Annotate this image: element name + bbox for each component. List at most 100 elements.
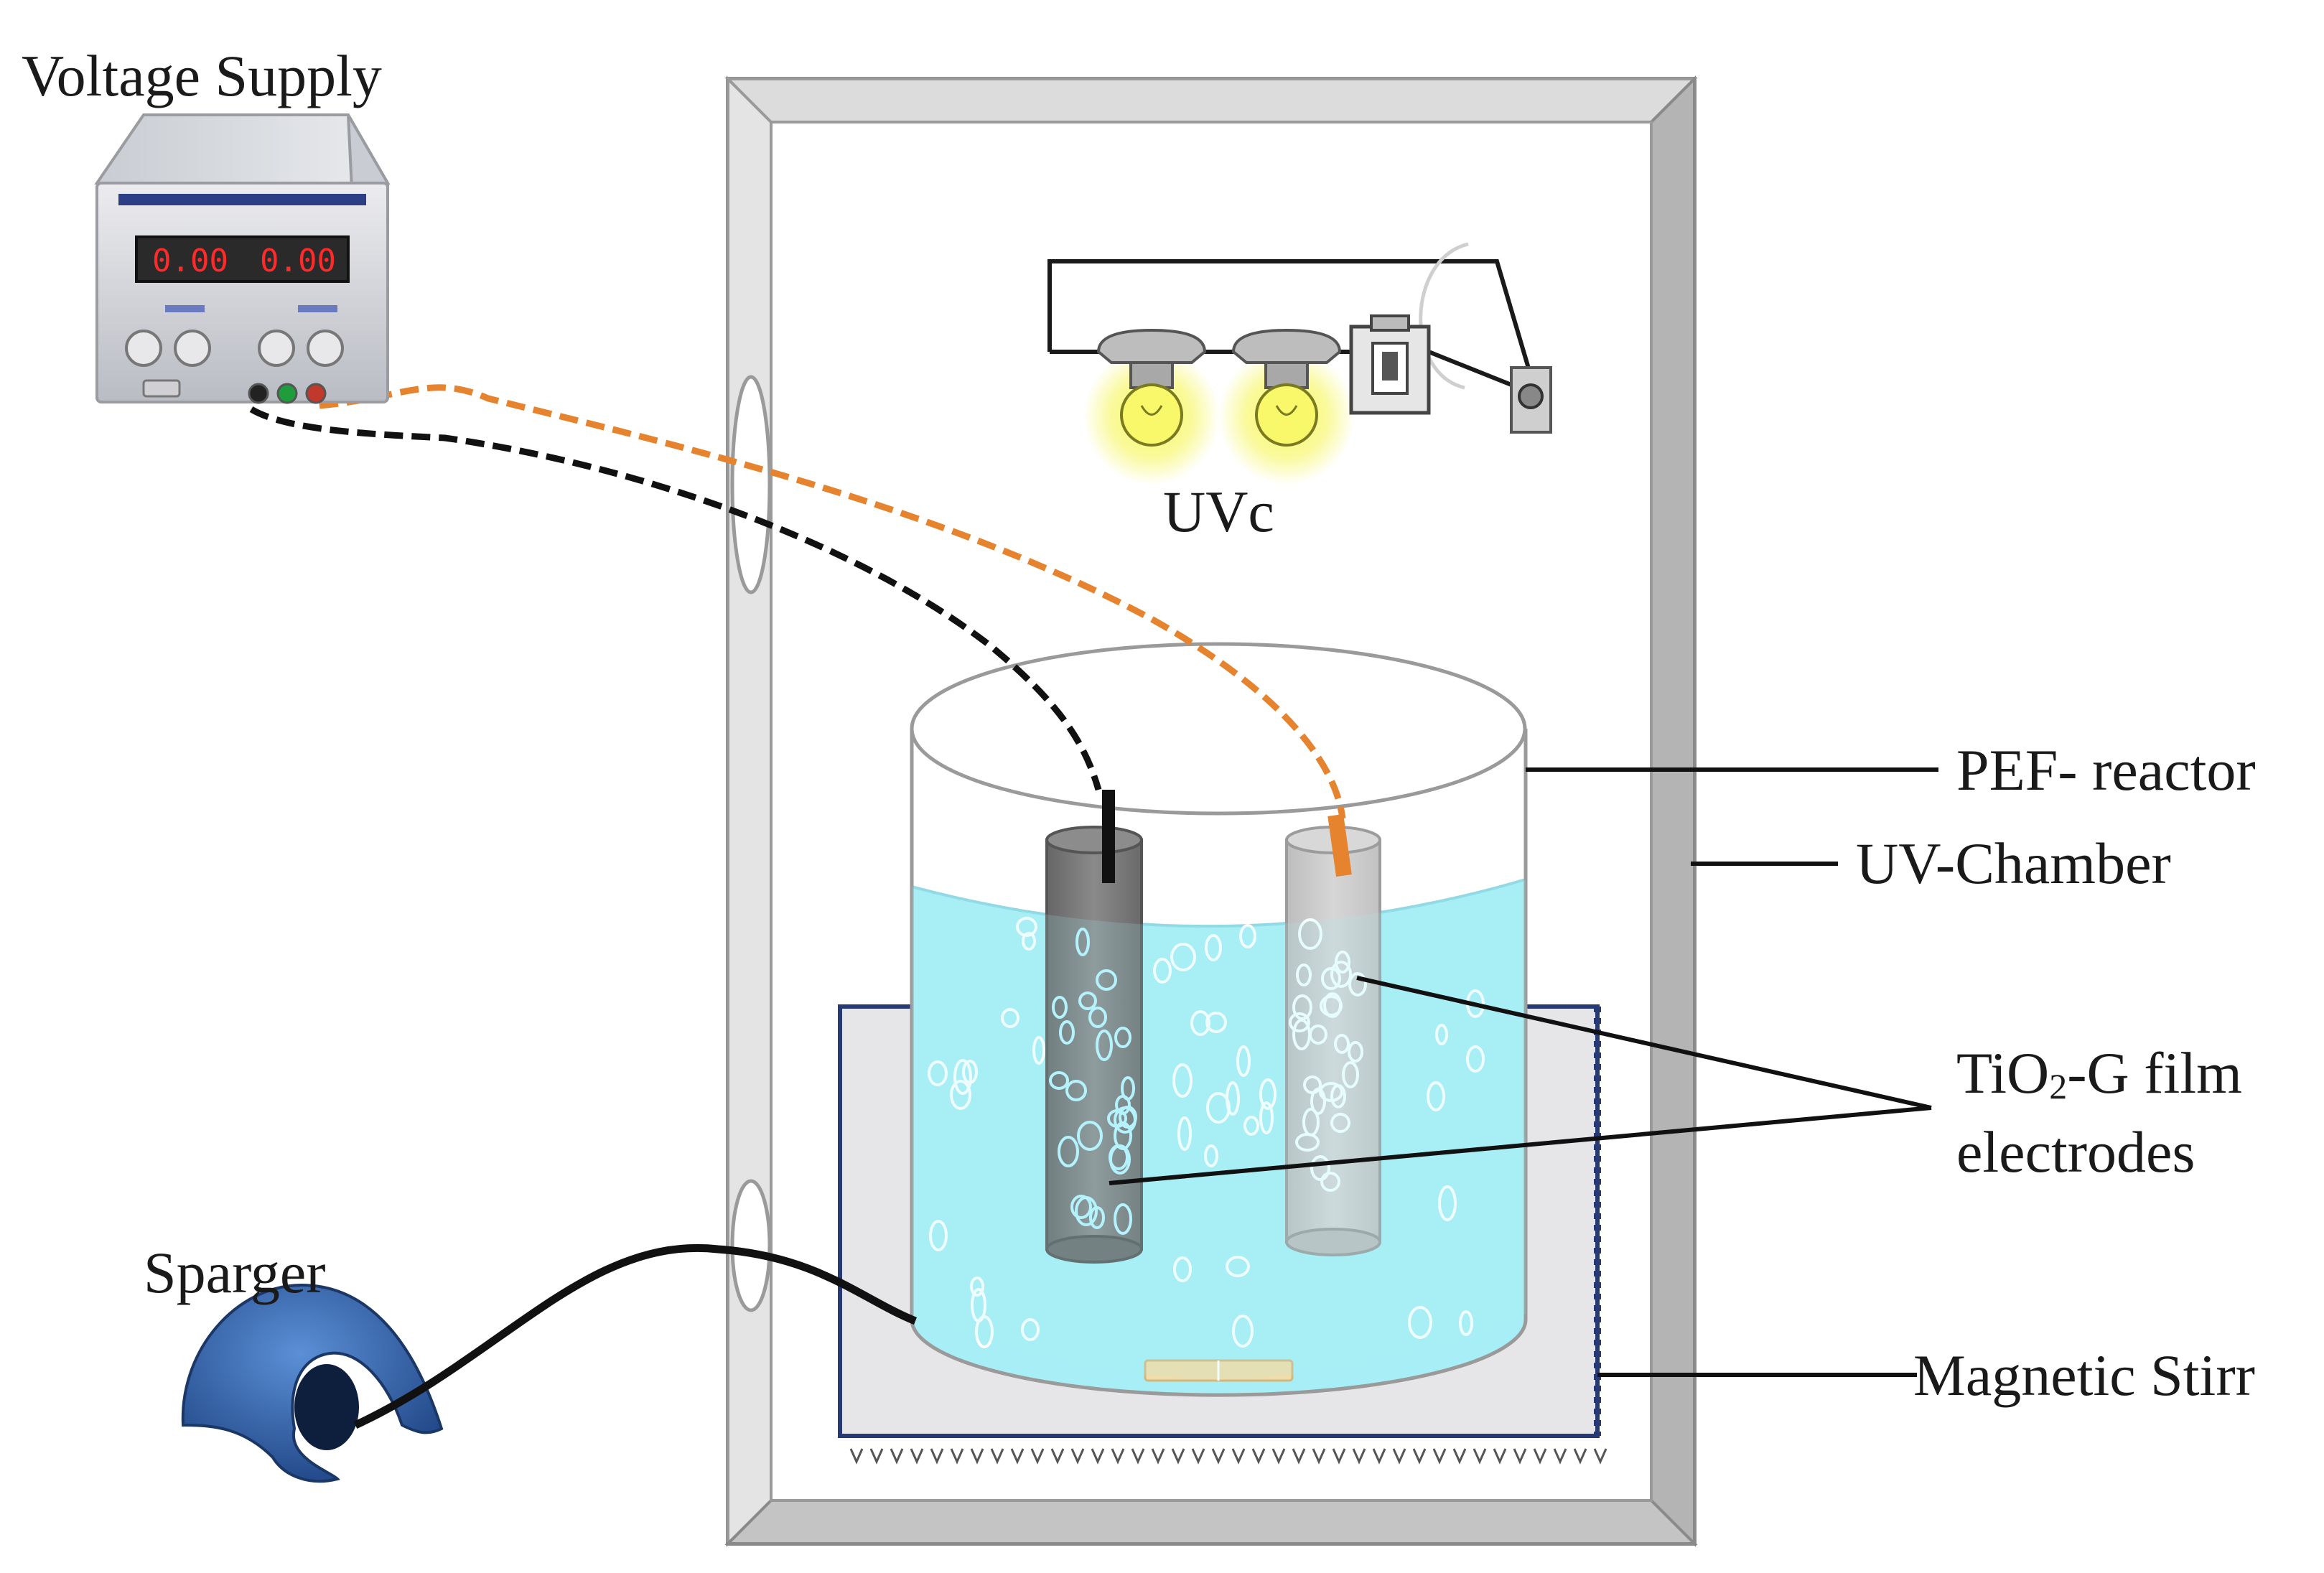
bubble xyxy=(1348,972,1367,996)
bubble xyxy=(1236,1045,1251,1077)
bubble xyxy=(1296,963,1312,986)
bubble xyxy=(928,1060,948,1086)
bubble xyxy=(1096,969,1117,991)
bubble xyxy=(1295,1133,1320,1152)
bubble xyxy=(1058,1136,1079,1167)
bubble xyxy=(1022,932,1036,951)
bubble xyxy=(1466,1045,1485,1073)
bubble xyxy=(1096,1030,1113,1061)
stirrer-foot xyxy=(1030,1448,1045,1465)
stirrer-foot xyxy=(910,1448,924,1465)
bubble xyxy=(1232,1315,1254,1348)
gas-bubbles xyxy=(928,917,1485,1348)
stirrer-foot xyxy=(1050,1448,1065,1465)
bubble xyxy=(1001,1008,1019,1028)
stirrer-foot xyxy=(1352,1448,1366,1465)
bubble xyxy=(1239,924,1256,948)
stirrer-foot xyxy=(1493,1448,1507,1465)
stirrer-foot xyxy=(1091,1448,1105,1465)
bubble xyxy=(1320,995,1343,1017)
stirrer-foot xyxy=(1513,1448,1527,1465)
light-switch-icon xyxy=(1349,314,1431,415)
terminal-icon xyxy=(305,383,327,404)
stirrer-foot xyxy=(1473,1448,1487,1465)
bubble xyxy=(1335,951,1350,974)
bubble xyxy=(1114,1027,1131,1048)
bubble xyxy=(953,1059,972,1095)
stirrer-foot xyxy=(1191,1448,1205,1465)
bubble xyxy=(1459,1310,1473,1336)
bubble xyxy=(1172,1063,1193,1098)
knob-icon[interactable] xyxy=(174,330,211,367)
bubble xyxy=(1059,1020,1075,1045)
bubble xyxy=(1298,918,1322,950)
stirrer-foot xyxy=(890,1448,904,1465)
bubble xyxy=(1077,1121,1103,1151)
knob-icon[interactable] xyxy=(307,330,344,367)
bubble xyxy=(1321,967,1341,990)
black-wire xyxy=(249,406,1102,791)
bubble xyxy=(1259,1078,1277,1110)
knob-icon[interactable] xyxy=(125,330,162,367)
bubble xyxy=(1205,1012,1227,1033)
stirrer-foot xyxy=(950,1448,964,1465)
bubble xyxy=(1243,1116,1259,1136)
bubble xyxy=(1070,1195,1092,1219)
uv-chamber xyxy=(724,75,1698,1547)
stirrer-foot xyxy=(1271,1448,1286,1465)
black-clip xyxy=(1102,790,1115,883)
power-wires xyxy=(249,384,1352,883)
bubble xyxy=(1342,1061,1359,1088)
terminal-icon xyxy=(248,383,269,404)
bubble xyxy=(1153,958,1172,984)
stirrer-foot xyxy=(1332,1448,1346,1465)
pef-reactor-label: PEF- reactor xyxy=(1956,737,2256,803)
stirrer-foot xyxy=(990,1448,1004,1465)
stirrer-foot xyxy=(1292,1448,1306,1465)
stirrer-foot xyxy=(1573,1448,1587,1465)
voltage-supply-device: 0.00 0.00 xyxy=(94,113,391,404)
stirrer-foot xyxy=(849,1448,864,1465)
bubble xyxy=(1173,1256,1192,1282)
sparger-label: Sparger xyxy=(144,1240,326,1305)
stirrer-foot xyxy=(1412,1448,1427,1465)
stirrer-foot xyxy=(1533,1448,1547,1465)
bubble xyxy=(1206,1092,1231,1124)
electrodes-label-line1: TiO2-G film xyxy=(1956,1040,2242,1106)
bubble xyxy=(929,1220,948,1251)
bubble xyxy=(1052,996,1068,1019)
electrodes-label-line2: electrodes xyxy=(1956,1119,2195,1185)
bubble xyxy=(970,1276,984,1297)
bubble xyxy=(1078,991,1097,1010)
stirrer-foot xyxy=(1553,1448,1567,1465)
bubble xyxy=(1075,928,1090,956)
bubble xyxy=(1114,1203,1132,1235)
stirrer-foot xyxy=(1171,1448,1185,1465)
uv-bulb-2-icon xyxy=(1231,328,1342,447)
stirrer-foot xyxy=(1231,1448,1246,1465)
bubble xyxy=(1109,1144,1131,1175)
stirrer-foot xyxy=(970,1448,984,1465)
display-right-readout: 0.00 xyxy=(260,243,336,279)
uvc-label: UVc xyxy=(1163,479,1274,544)
bubble xyxy=(1226,1256,1250,1277)
bubble xyxy=(1075,1196,1098,1226)
stirrer-feet xyxy=(849,1448,1607,1465)
knob-icon[interactable] xyxy=(258,330,295,367)
bubble xyxy=(1089,1206,1105,1229)
bubble xyxy=(1289,1012,1310,1032)
magnetic-stirr-label: Magnetic Stirr xyxy=(1913,1343,2255,1408)
bubble xyxy=(1427,1081,1445,1111)
bubble xyxy=(1330,1084,1346,1108)
bubble xyxy=(1334,1034,1350,1054)
stirrer-foot xyxy=(1131,1448,1145,1465)
stirrer-foot xyxy=(1372,1448,1386,1465)
power-button[interactable] xyxy=(142,379,181,398)
bubble xyxy=(1330,1113,1350,1133)
bubble xyxy=(1292,1019,1311,1050)
stirrer-foot xyxy=(1593,1448,1607,1465)
stirrer-foot xyxy=(1070,1448,1085,1465)
bubble xyxy=(1348,1041,1363,1063)
stirrer-foot xyxy=(869,1448,884,1465)
